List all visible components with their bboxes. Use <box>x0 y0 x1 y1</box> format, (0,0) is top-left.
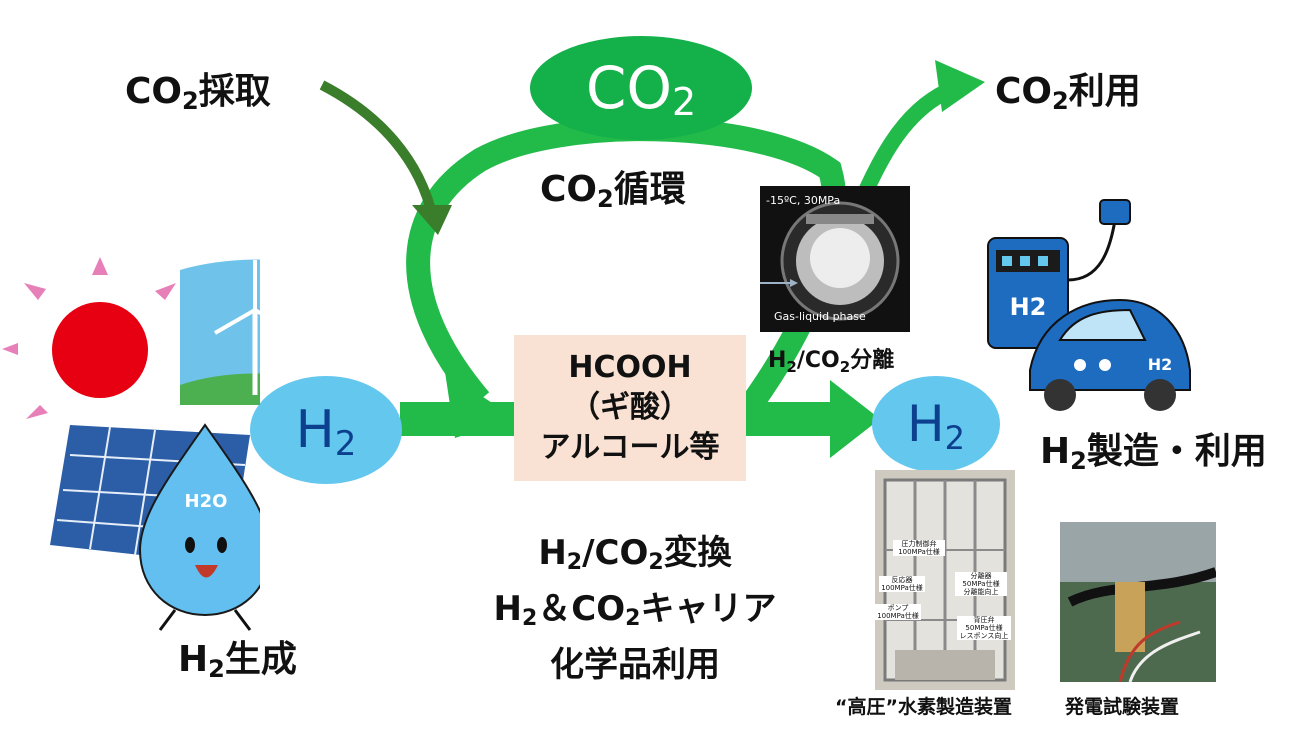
h2-flow-left <box>400 402 515 436</box>
car-icon: H2 <box>1029 298 1191 411</box>
h2-bubble-right-sub: 2 <box>944 419 965 457</box>
h2-vehicle-illustration: H2 H2 <box>987 199 1191 411</box>
fuel-pump-icon: H2 <box>987 199 1131 349</box>
phase-text: Gas-liquid phase <box>774 310 866 323</box>
conversion-line-1: H2/CO2変換 <box>538 533 732 575</box>
co2-use-label: CO2利用 <box>995 71 1141 115</box>
renewable-illustration: H2O <box>2 257 260 631</box>
hcooh-box: HCOOH （ギ酸） アルコール等 <box>514 335 746 481</box>
alcohol-text: アルコール等 <box>540 430 720 465</box>
windmill-icon <box>180 259 260 405</box>
formic-acid-text: （ギ酸） <box>570 390 690 425</box>
co2-capture-arrow <box>319 80 438 220</box>
h2-bubble-right-text: H <box>907 395 945 453</box>
conversion-line-2: H2＆CO2キャリア <box>493 589 777 631</box>
hcooh-text: HCOOH <box>568 350 692 385</box>
h2o-text: H2O <box>185 491 228 512</box>
co2-capture-arrowhead <box>412 205 452 235</box>
separation-photo-graphic <box>760 201 900 321</box>
h2-production-label: H2製造・利用 <box>1040 431 1267 475</box>
power-test-caption: 発電試験装置 <box>1065 696 1180 718</box>
power-test-photo <box>1060 522 1216 682</box>
h2-generation-label: H2生成 <box>178 639 297 683</box>
separation-photo: -15ºC, 30MPa Gas-liquid phase <box>760 186 910 332</box>
power-test-graphic <box>1060 522 1216 682</box>
co2-capture-label: CO2採取 <box>125 71 271 115</box>
co2-use-arrowhead <box>935 60 985 112</box>
co2-bubble-sub: 2 <box>671 80 697 124</box>
h2-bubble-left-text: H <box>295 400 335 460</box>
h2-bubble-left-sub: 2 <box>334 424 357 464</box>
water-droplet-icon: H2O <box>138 423 260 631</box>
conversion-line-3: 化学品利用 <box>550 645 720 685</box>
hp-device-caption: “高圧”水素製造装置 <box>835 696 1012 718</box>
conversion-text: H2/CO2変換 H2＆CO2キャリア 化学品利用 <box>440 530 830 688</box>
co2-cycle-label: CO2循環 <box>540 169 686 213</box>
h2-flow-right <box>746 402 841 436</box>
car-h2-text: H2 <box>1148 355 1173 374</box>
separation-label: H2/CO2分離 <box>768 348 895 376</box>
condition-text: -15ºC, 30MPa <box>766 194 841 207</box>
pump-h2-text: H2 <box>1010 293 1047 321</box>
sun-icon <box>2 257 196 419</box>
h2-flow-arrowhead <box>830 380 880 458</box>
co2-bubble-text: CO <box>585 54 672 122</box>
